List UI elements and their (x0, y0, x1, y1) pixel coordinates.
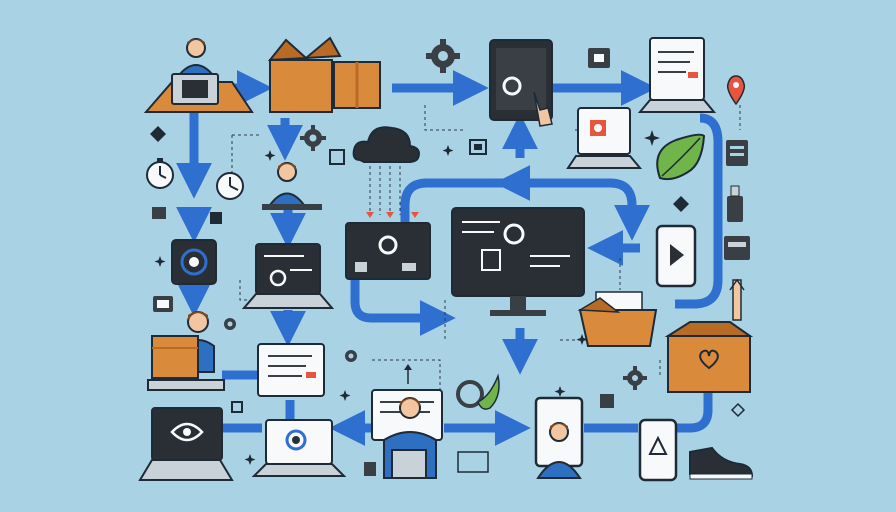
diamond-icon (730, 402, 746, 418)
recycle-leaf-icon (456, 373, 500, 410)
person-at-laptop-icon (262, 162, 322, 210)
printer-icon (724, 236, 750, 260)
diamond-icon (150, 126, 166, 142)
location-pin-icon (726, 75, 746, 106)
laptop-gear-icon (251, 419, 347, 477)
laptop-document-icon (257, 343, 325, 397)
stopwatch-icon (146, 158, 174, 189)
heart-box-icon (664, 321, 754, 393)
cloud-download-arrows (369, 160, 401, 215)
small-chip-icon (364, 462, 376, 476)
tablet-video-call-icon (534, 396, 584, 479)
tablet-with-cursor-icon (489, 39, 553, 127)
person-carrying-box-icon (147, 311, 225, 391)
cloud-arrow-tips (366, 212, 419, 218)
dashed-connectors (231, 105, 741, 395)
laptop-eye-icon (138, 407, 234, 481)
arrow-tip (386, 212, 394, 218)
leaf-icon (656, 133, 706, 181)
flow-pipe (676, 378, 713, 433)
dashed-connector (424, 105, 465, 131)
small-square-icon (329, 149, 345, 165)
person-at-laptop-icon (143, 38, 254, 113)
small-chip-icon (152, 207, 166, 219)
flow-pipe (350, 280, 456, 336)
cloud-upload-icon (352, 126, 420, 163)
person-using-computer-icon (371, 389, 443, 479)
monitor-dashboard-icon (451, 207, 585, 316)
gear-icon (224, 318, 236, 330)
cardboard-box-icon (267, 36, 381, 113)
laptop-gear-icon (241, 243, 335, 309)
document-box-icon (577, 291, 658, 347)
laptop-document-icon (637, 37, 717, 113)
sparkle-icon (154, 256, 588, 465)
gear-icon (300, 125, 326, 151)
gear-icon (345, 350, 357, 362)
gear-sync-icon (171, 239, 217, 285)
arrow-tip (411, 212, 419, 218)
arrow-tip (366, 212, 374, 218)
laptop-target-icon (566, 107, 643, 169)
cable-icon (457, 451, 489, 473)
small-chip-icon (588, 48, 610, 68)
flow-pipe (675, 113, 723, 309)
small-chip-icon (153, 296, 173, 312)
gear-icon (426, 39, 460, 73)
small-square-icon (231, 401, 243, 413)
dashed-connector (231, 134, 262, 176)
usb-drive-icon (727, 185, 743, 222)
gear-icon (623, 366, 647, 390)
sneaker-icon (689, 446, 754, 480)
monitor-gear-icon (345, 222, 431, 280)
sparkle-icon (264, 130, 660, 161)
small-chip-icon (600, 394, 614, 408)
smartphone-triangle-icon (638, 418, 678, 482)
tool-icon (729, 278, 745, 321)
dashed-connector (372, 359, 441, 395)
smartphone-play-icon (655, 224, 697, 288)
small-square-icon (210, 212, 222, 224)
up-arrow-icon (404, 364, 412, 384)
clock-icon (216, 172, 244, 200)
flow-connectors (176, 70, 723, 446)
diamond-icon (673, 196, 689, 212)
small-square-icon (469, 139, 487, 155)
server-icon (726, 140, 748, 166)
